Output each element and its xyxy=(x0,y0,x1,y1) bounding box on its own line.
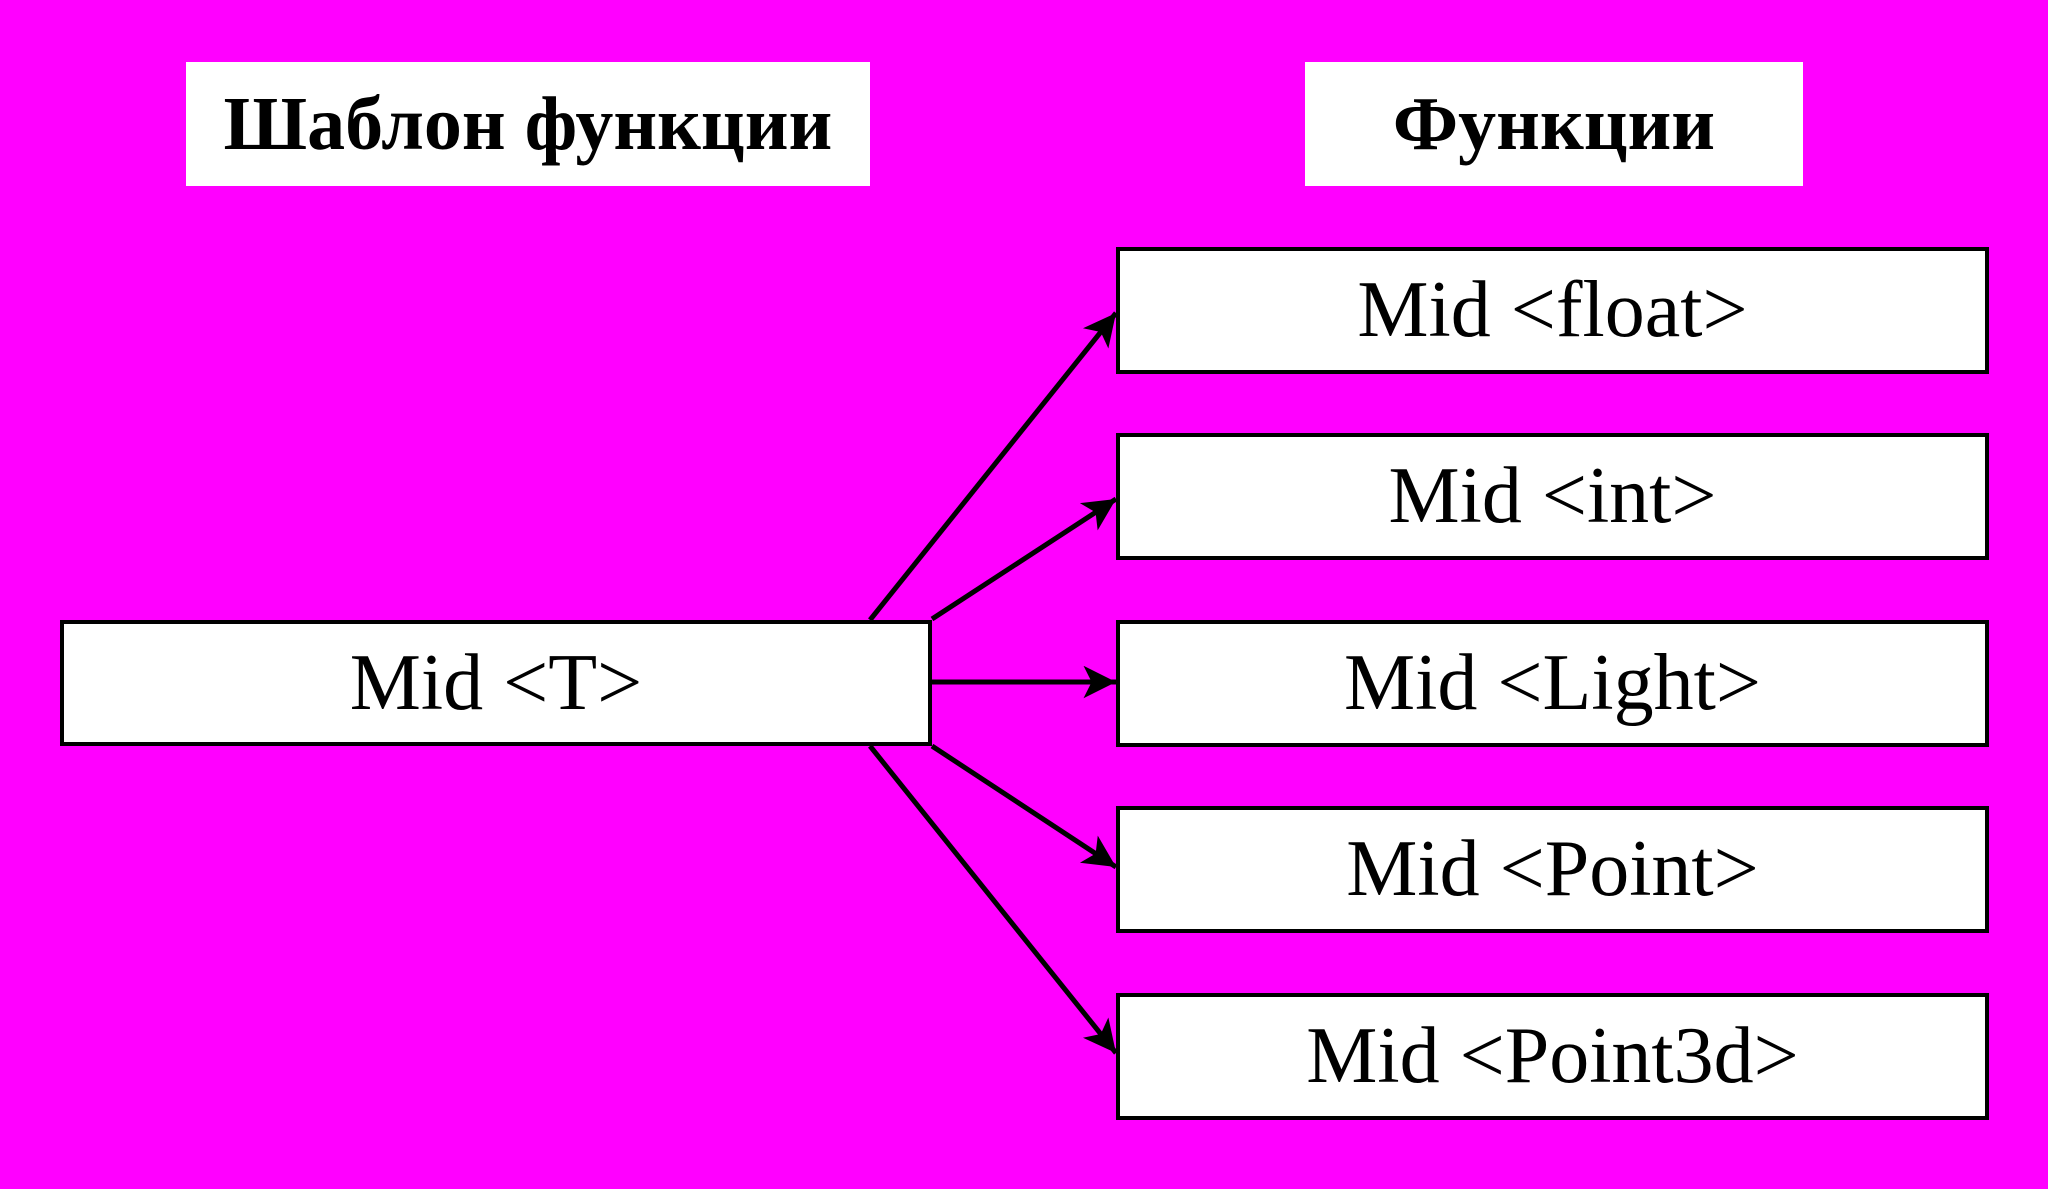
template-header-label: Шаблон функции xyxy=(223,81,833,166)
functions-header-label: Функции xyxy=(1392,81,1716,166)
functions-header: Функции xyxy=(1305,62,1803,186)
template-node-label: Mid <T> xyxy=(349,638,643,727)
function-node-int: Mid <int> xyxy=(1116,433,1989,560)
function-node-float: Mid <float> xyxy=(1116,247,1989,374)
function-node-label: Mid <Point> xyxy=(1346,825,1759,913)
function-node-point3d: Mid <Point3d> xyxy=(1116,993,1989,1120)
function-node-label: Mid <Light> xyxy=(1344,639,1761,727)
function-node-point: Mid <Point> xyxy=(1116,806,1989,933)
function-node-label: Mid <Point3d> xyxy=(1306,1012,1799,1100)
template-node: Mid <T> xyxy=(60,620,932,746)
template-header: Шаблон функции xyxy=(186,62,870,186)
function-node-light: Mid <Light> xyxy=(1116,620,1989,747)
function-node-label: Mid <int> xyxy=(1388,452,1717,540)
function-node-label: Mid <float> xyxy=(1357,266,1748,354)
